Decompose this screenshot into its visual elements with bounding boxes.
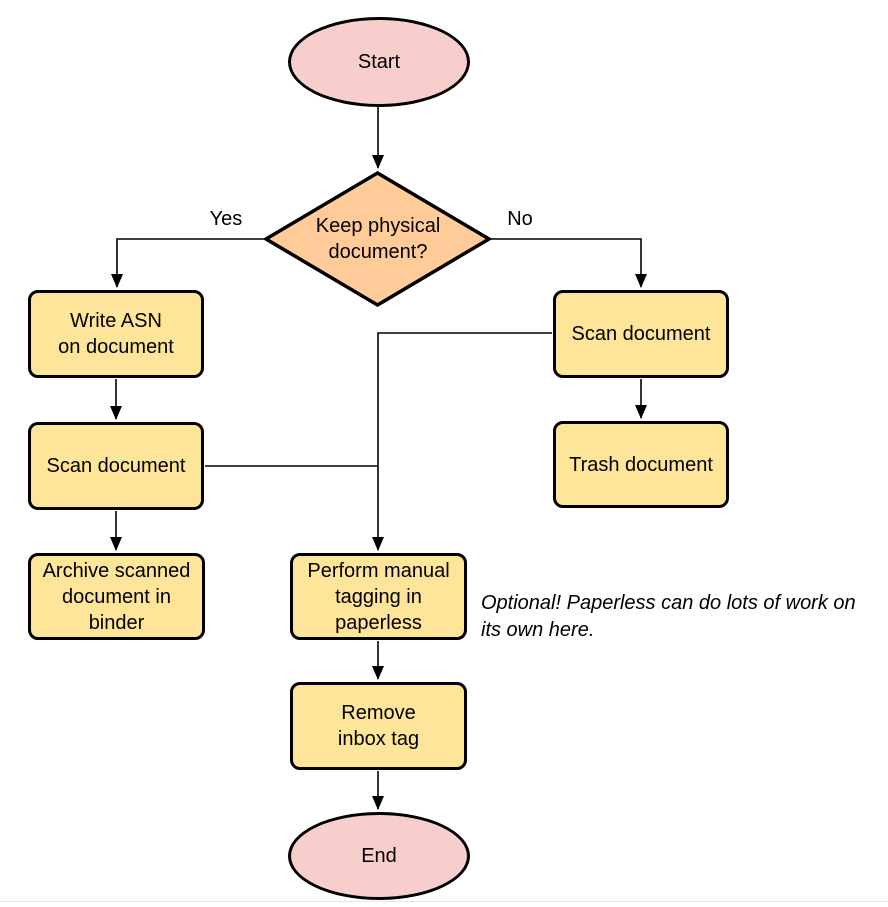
node-trash-document: Trash document — [553, 421, 729, 508]
node-write-asn: Write ASN on document — [28, 290, 204, 378]
node-scan-document-left: Scan document — [28, 422, 204, 510]
edge-label-no: No — [507, 208, 533, 230]
node-decision: Keep physical document? — [276, 199, 480, 279]
edge-scan-right-to-perform-tagging — [372, 332, 552, 551]
node-scan-document-right-label: Scan document — [571, 323, 711, 345]
node-perform-tagging-label: Perform manual tagging in paperless — [307, 559, 450, 634]
edge-decision-no-to-scan-right — [490, 238, 647, 288]
node-decision-shape — [262, 170, 493, 308]
node-trash-document-label: Trash document — [569, 453, 713, 476]
optional-note: Optional! Paperless can do lots of work … — [481, 592, 856, 641]
node-remove-inbox-tag-label: Remove inbox tag — [337, 702, 420, 750]
node-archive-binder-label: Archive scanned document in binder — [42, 559, 191, 634]
node-remove-inbox-tag: Remove inbox tag — [290, 682, 467, 770]
node-end-label: End — [361, 845, 397, 867]
node-scan-document-right: Scan document — [553, 290, 729, 378]
node-end: End — [288, 812, 470, 900]
node-archive-binder: Archive scanned document in binder — [28, 553, 205, 640]
edge-label-yes: Yes — [209, 208, 243, 230]
node-perform-tagging: Perform manual tagging in paperless — [290, 553, 467, 640]
node-scan-document-left-label: Scan document — [46, 455, 186, 477]
node-start-label: Start — [357, 51, 401, 73]
edge-decision-yes-to-write-asn — [111, 238, 265, 288]
footer-divider — [0, 901, 888, 902]
node-decision-label: Keep physical document? — [315, 215, 441, 263]
node-start: Start — [288, 17, 470, 107]
node-write-asn-label: Write ASN on document — [58, 310, 174, 358]
